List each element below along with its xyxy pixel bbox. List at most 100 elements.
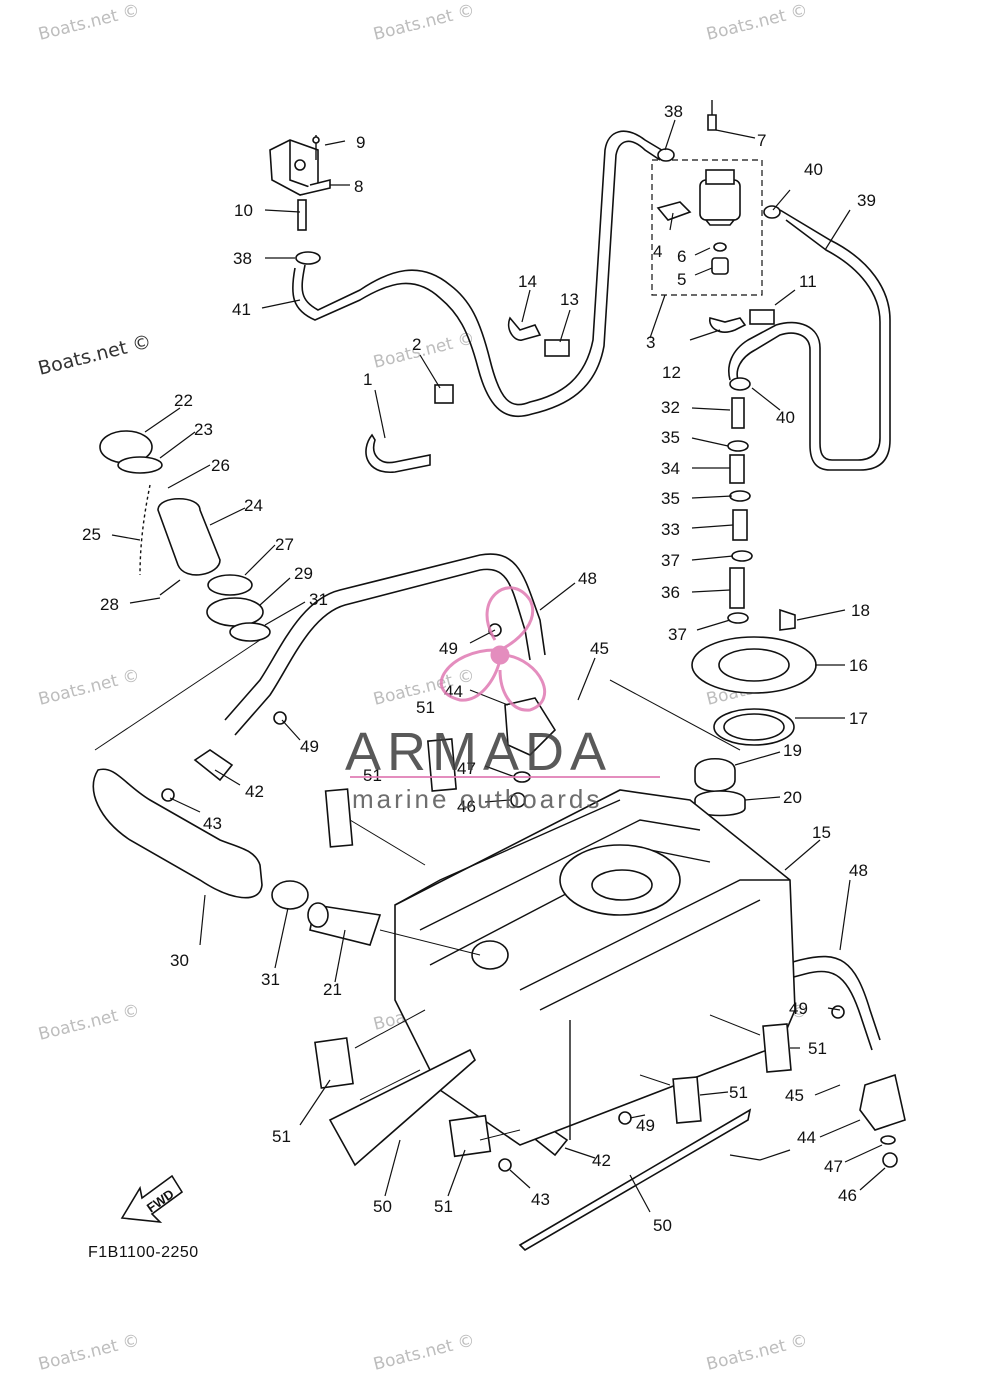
callout-label: 49	[789, 999, 808, 1018]
callout-label: 31	[309, 590, 328, 609]
callout-label: 10	[234, 201, 253, 220]
callout-label: 42	[592, 1151, 611, 1170]
watermark: Boats.net ©	[36, 665, 141, 709]
fuel-hose-41-39	[292, 130, 891, 471]
callout-label: 43	[531, 1190, 550, 1209]
callout-label: 12	[662, 363, 681, 382]
callout-label: 43	[203, 814, 222, 833]
callout-label: 29	[294, 564, 313, 583]
callout-label: 46	[457, 797, 476, 816]
callout-label: 32	[661, 398, 680, 417]
callout-label: 50	[373, 1197, 392, 1216]
callout-label: 42	[245, 782, 264, 801]
callout-label: 6	[677, 247, 686, 266]
callout-label: 14	[518, 272, 537, 291]
watermark: Boats.net ©	[36, 1330, 141, 1374]
callout-label: 5	[677, 270, 686, 289]
callout-label: 41	[232, 300, 251, 319]
watermark: Boats.net ©	[371, 1330, 476, 1374]
callout-label: 44	[797, 1128, 816, 1147]
callout-label: 34	[661, 459, 680, 478]
callout-label: 51	[729, 1083, 748, 1102]
callout-label: 47	[824, 1157, 843, 1176]
callout-label: 51	[808, 1039, 827, 1058]
callout-label: 2	[412, 335, 421, 354]
callout-label: 51	[434, 1197, 453, 1216]
callout-label: 38	[233, 249, 252, 268]
callout-label: 16	[849, 656, 868, 675]
callout-label: 48	[578, 569, 597, 588]
watermark: Boats.net ©	[371, 0, 476, 44]
callout-label: 13	[560, 290, 579, 309]
pads-and-strips	[314, 738, 792, 1252]
filler-cap-assembly	[99, 430, 271, 642]
brand-name: ARMADA	[345, 722, 612, 782]
callout-label: 7	[757, 131, 766, 150]
callout-label: 45	[590, 639, 609, 658]
callout-label: 25	[82, 525, 101, 544]
callout-label: 51	[416, 698, 435, 717]
callout-label: 28	[100, 595, 119, 614]
callout-label: 1	[363, 370, 372, 389]
callout-label: 26	[211, 456, 230, 475]
callout-label: 24	[244, 496, 263, 515]
callout-label: 48	[849, 861, 868, 880]
watermark: Boats.net ©	[36, 0, 141, 44]
callout-label: 39	[857, 191, 876, 210]
callout-label: 20	[783, 788, 802, 807]
callout-label: 46	[838, 1186, 857, 1205]
fuel-tank-part-15	[394, 789, 796, 1146]
callout-label: 35	[661, 489, 680, 508]
leader-lines	[111, 119, 886, 1213]
callout-label: 23	[194, 420, 213, 439]
callout-label: 40	[776, 408, 795, 427]
brand-tagline: marine outboards	[352, 784, 602, 814]
watermark: Boats.net ©	[36, 1000, 141, 1044]
watermarks: Boats.net © Boats.net © Boats.net © Boat…	[36, 0, 810, 1374]
callout-label: 30	[170, 951, 189, 970]
callout-label: 51	[272, 1127, 291, 1146]
fwd-arrow-icon: FWD	[120, 1174, 184, 1224]
fill-hose-parts	[92, 768, 382, 946]
fitting-stack	[727, 397, 753, 624]
watermark-dark: Boats.net ©	[36, 330, 154, 379]
callout-label: 37	[661, 551, 680, 570]
watermark: Boats.net ©	[371, 328, 476, 372]
callout-label: 27	[275, 535, 294, 554]
fuel-filter-assembly-part-3	[651, 100, 763, 296]
callout-label: 49	[439, 639, 458, 658]
callout-label: 35	[661, 428, 680, 447]
callout-label: 36	[661, 583, 680, 602]
callout-label: 37	[668, 625, 687, 644]
callout-label: 47	[457, 759, 476, 778]
callout-label: 22	[174, 391, 193, 410]
callout-label: 49	[300, 737, 319, 756]
watermark: Boats.net ©	[704, 0, 809, 44]
sender-flange-parts	[691, 608, 817, 865]
callout-label: 31	[261, 970, 280, 989]
callout-label: 18	[851, 601, 870, 620]
callout-label: 50	[653, 1216, 672, 1235]
callout-label: 8	[354, 177, 363, 196]
hose-clamps	[657, 148, 781, 391]
vent-bracket-part-8	[269, 135, 331, 265]
callout-label: 15	[812, 823, 831, 842]
callout-label: 51	[363, 766, 382, 785]
watermark: Boats.net ©	[704, 1330, 809, 1374]
brand-logo: ARMADA marine outboards	[345, 586, 660, 814]
callout-label: 4	[653, 242, 662, 261]
callout-label: 17	[849, 709, 868, 728]
diagram-code: F1B1100-2250	[88, 1244, 199, 1261]
callout-labels: 1 2 3 4 5 6 7 8 9 10 11 12 13 14 15 16 1…	[82, 102, 876, 1235]
callout-label: 19	[783, 741, 802, 760]
callout-label: 49	[636, 1116, 655, 1135]
propeller-logo-icon	[439, 586, 547, 712]
callout-label: 21	[323, 980, 342, 999]
callout-label: 38	[664, 102, 683, 121]
mount-brackets	[161, 623, 906, 1172]
callout-label: 9	[356, 133, 365, 152]
callout-label: 11	[799, 272, 817, 291]
callout-label: 3	[646, 333, 655, 352]
callout-label: 33	[661, 520, 680, 539]
